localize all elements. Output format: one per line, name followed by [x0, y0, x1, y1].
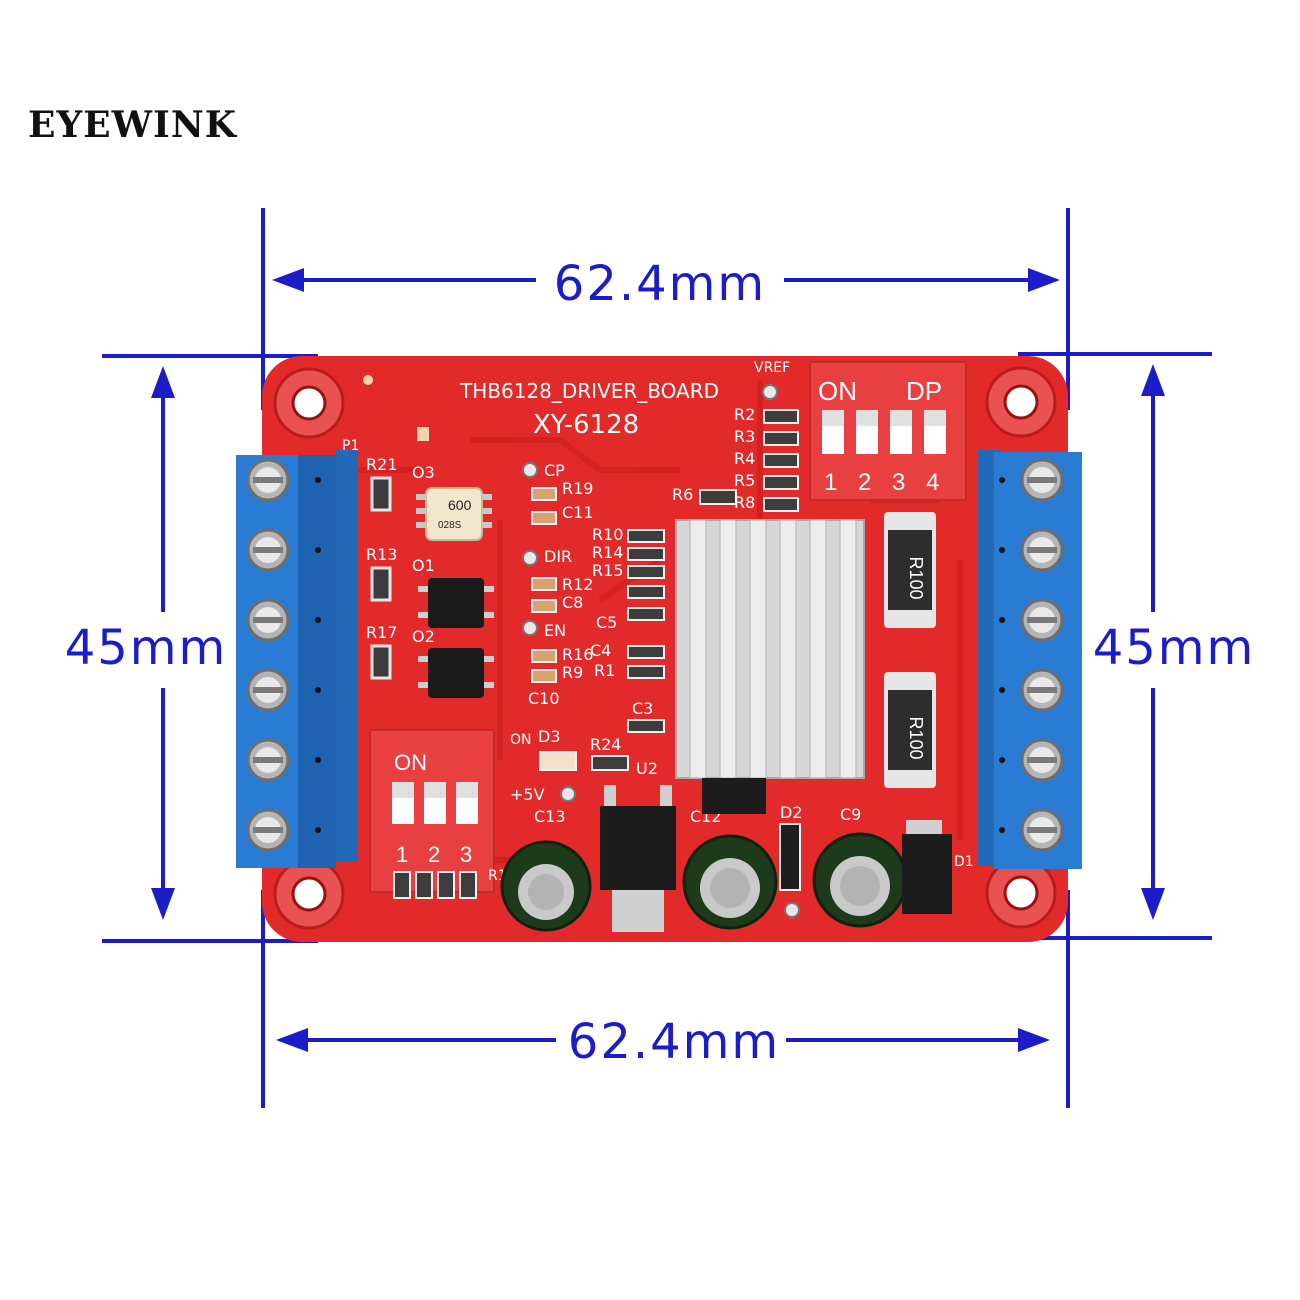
- board-model: XY-6128: [533, 410, 639, 440]
- ref-c4: C4: [590, 641, 611, 660]
- ref-d3: D3: [538, 727, 561, 746]
- dip-left-on: ON: [394, 750, 427, 775]
- ref-r3: R3: [734, 427, 755, 446]
- dip-switch-3pos[interactable]: ON 1 2 3: [369, 729, 495, 893]
- dip-left-num-3: 3: [460, 842, 472, 867]
- ref-c5: C5: [596, 613, 617, 632]
- ref-r16: R16: [562, 645, 593, 664]
- ref-r14: R14: [592, 543, 623, 562]
- ref-d2: D2: [780, 803, 803, 822]
- ref-r5: R5: [734, 471, 755, 490]
- mounting-holes: [273, 366, 1057, 930]
- optocoupler-o3: 600 028S: [416, 487, 492, 541]
- ref-c11: C11: [562, 503, 594, 522]
- ref-p1: P1: [342, 438, 359, 454]
- ref-plus5v: +5V: [510, 785, 545, 804]
- dip-switch-4pos[interactable]: ON DP 1 2 3 4: [809, 361, 967, 501]
- sense-resistor-1-code: R100: [906, 556, 926, 599]
- ref-r13: R13: [366, 545, 397, 564]
- dimension-lines: [102, 208, 1212, 1108]
- dip-right-num-2: 2: [858, 469, 871, 496]
- ref-c3: C3: [632, 699, 653, 718]
- ref-r19: R19: [562, 479, 593, 498]
- heatsink-fin: [719, 519, 737, 779]
- dip-left-num-1: 1: [396, 842, 408, 867]
- sense-resistor-2-code: R100: [906, 716, 926, 759]
- dip-left-num-2: 2: [428, 842, 440, 867]
- ref-u2: U2: [636, 759, 658, 778]
- dip-right-num-3: 3: [892, 469, 905, 496]
- sense-resistor-2: R100: [884, 672, 936, 788]
- capacitor-c13: [500, 840, 592, 932]
- heatsink-fin: [749, 519, 767, 779]
- ref-r12: R12: [562, 575, 593, 594]
- height-label-right: 45mm: [1093, 620, 1256, 676]
- board-title: THB6128_DRIVER_BOARD: [459, 379, 719, 403]
- dip-right-on: ON: [818, 376, 857, 406]
- dip-right-num-4: 4: [926, 469, 939, 496]
- opto-mark: 600: [448, 497, 472, 513]
- ref-r8: R8: [734, 493, 755, 512]
- ref-o1: O1: [412, 556, 435, 575]
- ref-r21: R21: [366, 455, 397, 474]
- heatsink-fin: [689, 519, 707, 779]
- ref-d1: D1: [954, 854, 974, 870]
- ref-c13: C13: [534, 807, 566, 826]
- ref-r24: R24: [590, 735, 621, 754]
- left-terminal-block: [236, 450, 358, 868]
- vref-label: VREF: [754, 360, 790, 376]
- ref-r4: R4: [734, 449, 755, 468]
- ref-c9: C9: [840, 805, 861, 824]
- ref-r17: R17: [366, 623, 397, 642]
- diode-d1: [902, 820, 952, 914]
- voltage-regulator-u2: [600, 785, 676, 932]
- ref-on-small: ON: [510, 732, 532, 748]
- opto-code: 028S: [438, 520, 462, 531]
- ref-en: EN: [544, 621, 566, 640]
- width-label-top: 62.4mm: [554, 256, 766, 312]
- capacitor-c9: [812, 832, 908, 928]
- ref-o3: O3: [412, 463, 435, 482]
- heatsink-fin: [779, 519, 797, 779]
- ref-r6: R6: [672, 485, 693, 504]
- brand-logo: EYEWINK: [28, 104, 238, 146]
- right-terminal-block: [978, 450, 1082, 869]
- ref-c10: C10: [528, 689, 560, 708]
- width-label-bottom: 62.4mm: [568, 1014, 780, 1070]
- height-label-left: 45mm: [65, 620, 228, 676]
- dip-right-dp: DP: [906, 376, 942, 406]
- ref-dir: DIR: [544, 547, 572, 566]
- optocoupler-o1: [418, 578, 494, 628]
- ref-o2: O2: [412, 627, 435, 646]
- ref-r15: R15: [592, 561, 623, 580]
- heatsink-fin: [809, 519, 827, 779]
- ref-cp: CP: [544, 461, 565, 480]
- dip-right-num-1: 1: [824, 469, 837, 496]
- ref-r10: R10: [592, 525, 623, 544]
- capacitor-c12: [682, 834, 778, 930]
- ref-r9: R9: [562, 663, 583, 682]
- ref-r1: R1: [594, 661, 615, 680]
- sense-resistor-1: R100: [884, 512, 936, 628]
- ref-c8: C8: [562, 593, 583, 612]
- ref-r2: R2: [734, 405, 755, 424]
- optocoupler-o2: [418, 648, 494, 698]
- heatsink: [675, 519, 865, 779]
- heatsink-fin: [839, 519, 857, 779]
